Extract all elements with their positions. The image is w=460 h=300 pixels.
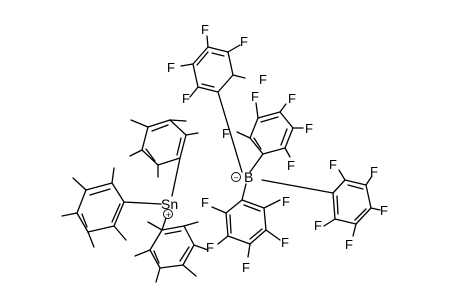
tin-label: Sn [161,196,178,212]
fluorine-label: F [314,218,322,233]
negative-charge-sign: − [233,174,239,182]
fluorine-label: F [281,235,289,250]
boron-label: B [244,169,253,185]
fluorine-label: F [222,126,230,141]
negative-charge-indicator [231,172,241,182]
fluorine-label: F [370,164,378,179]
right-pentafluorophenyl-ring [261,169,381,237]
fluorine-label: F [206,240,214,255]
fluorine-label: F [305,121,313,136]
tin-center: Sn + [161,196,178,219]
fluorine-label: F [201,195,209,210]
upper-pentafluorophenyl-ring [180,35,246,173]
fluorine-label: F [242,260,250,275]
fluorine-label: F [240,34,248,49]
middle-pentafluorophenyl-ring [236,102,304,173]
positive-charge-sign: + [166,211,172,219]
fluorine-label: F [288,91,296,106]
boron-center: B − [231,169,253,185]
fluorine-label: F [380,203,388,218]
fluorine-labels: F F F F F F F F F F F F F F F F F F F F [167,22,388,275]
fluorine-label: F [259,72,267,87]
fluorine-label: F [182,91,190,106]
lower-pentafluorophenyl-ring [211,183,281,258]
upper-mesityl-ring [129,119,199,197]
fluorine-label: F [282,194,290,209]
fluorine-label: F [287,158,295,173]
lower-mesityl-ring [134,211,209,283]
fluorine-label: F [345,237,353,252]
fluorine-label: F [329,157,337,172]
left-mesityl-ring [61,167,162,248]
fluorine-label: F [167,60,175,75]
fluorine-label: F [251,89,259,104]
positive-charge-indicator [163,209,173,219]
fluorine-label: F [201,22,209,37]
